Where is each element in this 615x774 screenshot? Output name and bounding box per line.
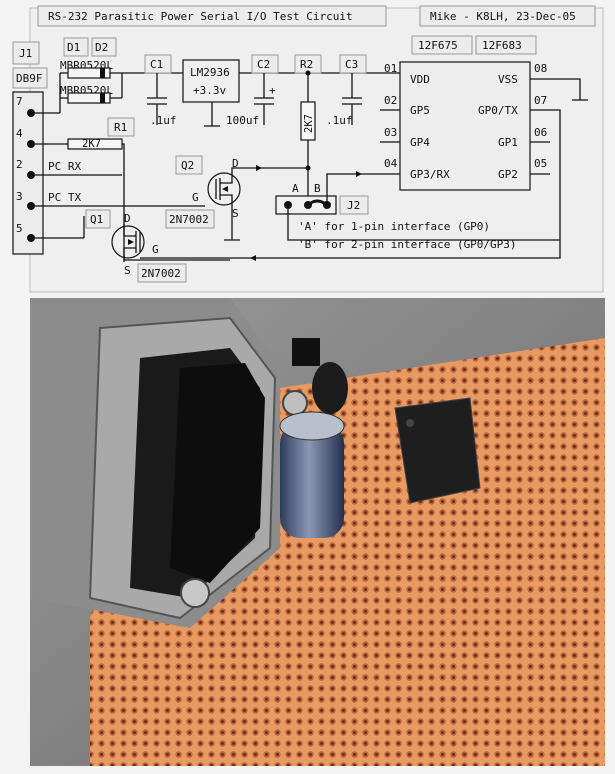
q2-source: S (232, 207, 239, 220)
mcu-pin-04-name: GP3/RX (410, 168, 450, 181)
j1-ref: J1 (19, 47, 32, 60)
j1-pin-2: 2 (16, 158, 23, 171)
mcu-pin-08-name: VSS (498, 73, 518, 86)
q2-drain: D (232, 157, 239, 170)
q1-source: S (124, 264, 131, 277)
d1-ref: D1 (67, 41, 80, 54)
circuit-schematic: RS-232 Parasitic Power Serial I/O Test C… (12, 5, 604, 293)
j1-type: DB9F (16, 72, 43, 85)
mcu-pin-07-name: GP0/TX (478, 104, 518, 117)
pc-rx-label: PC RX (48, 160, 81, 173)
c2-ref: C2 (257, 58, 270, 71)
jumper-a: A (292, 182, 299, 195)
q1-drain: D (124, 212, 131, 225)
j1-pin-4: 4 (16, 127, 23, 140)
mcu-pin-02-num: 02 (384, 94, 397, 107)
mcu-pin-05-num: 05 (534, 157, 547, 170)
q1-ref: Q1 (90, 213, 103, 226)
regulator-output: +3.3v (193, 84, 226, 97)
q1-part: 2N7002 (141, 267, 181, 280)
note-a: 'A' for 1-pin interface (GP0) (298, 220, 490, 233)
c2-value: 100uf (226, 114, 259, 127)
schematic-title: RS-232 Parasitic Power Serial I/O Test C… (48, 10, 353, 23)
mcu-pin-03-num: 03 (384, 126, 397, 139)
mcu-pin-05-name: GP2 (498, 168, 518, 181)
j1-pin-3: 3 (16, 190, 23, 203)
schematic-author: Mike - K8LH, 23-Dec-05 (430, 10, 576, 23)
mcu-pin-06-num: 06 (534, 126, 547, 139)
mcu-pin-01-name: VDD (410, 73, 430, 86)
j1-pin-7: 7 (16, 95, 23, 108)
q2-part: 2N7002 (169, 213, 209, 226)
d2-ref: D2 (95, 41, 108, 54)
c1-ref: C1 (150, 58, 163, 71)
r1-value: 2K7 (82, 138, 101, 150)
c1-value: .1uf (150, 114, 177, 127)
q2-ref: Q2 (181, 159, 194, 172)
mcu-pin-01-num: 01 (384, 62, 397, 75)
q1-gate: G (152, 243, 159, 256)
mcu-pin-04-num: 04 (384, 157, 398, 170)
j2-ref: J2 (347, 199, 360, 212)
c3-value: .1uf (326, 114, 353, 127)
mcu-pin-02-name: GP5 (410, 104, 430, 117)
jumper-b: B (314, 182, 321, 195)
mcu-pin-03-name: GP4 (410, 136, 430, 149)
c3-ref: C3 (345, 58, 358, 71)
regulator-part: LM2936 (190, 66, 230, 79)
mcu-pin-08-num: 08 (534, 62, 547, 75)
note-b: 'B' for 2-pin interface (GP0/GP3) (298, 238, 517, 251)
mcu-part-1: 12F675 (418, 39, 458, 52)
r2-value: 2K7 (303, 114, 315, 133)
c2-polarity: + (269, 84, 276, 97)
j1-pin-5: 5 (16, 222, 23, 235)
pc-tx-label: PC TX (48, 191, 81, 204)
circuit-photo (30, 298, 605, 766)
mcu-pin-07-num: 07 (534, 94, 547, 107)
mcu-part-2: 12F683 (482, 39, 522, 52)
r1-ref: R1 (114, 121, 127, 134)
r2-ref: R2 (300, 58, 313, 71)
mcu-pin-06-name: GP1 (498, 136, 518, 149)
q2-gate: G (192, 191, 199, 204)
